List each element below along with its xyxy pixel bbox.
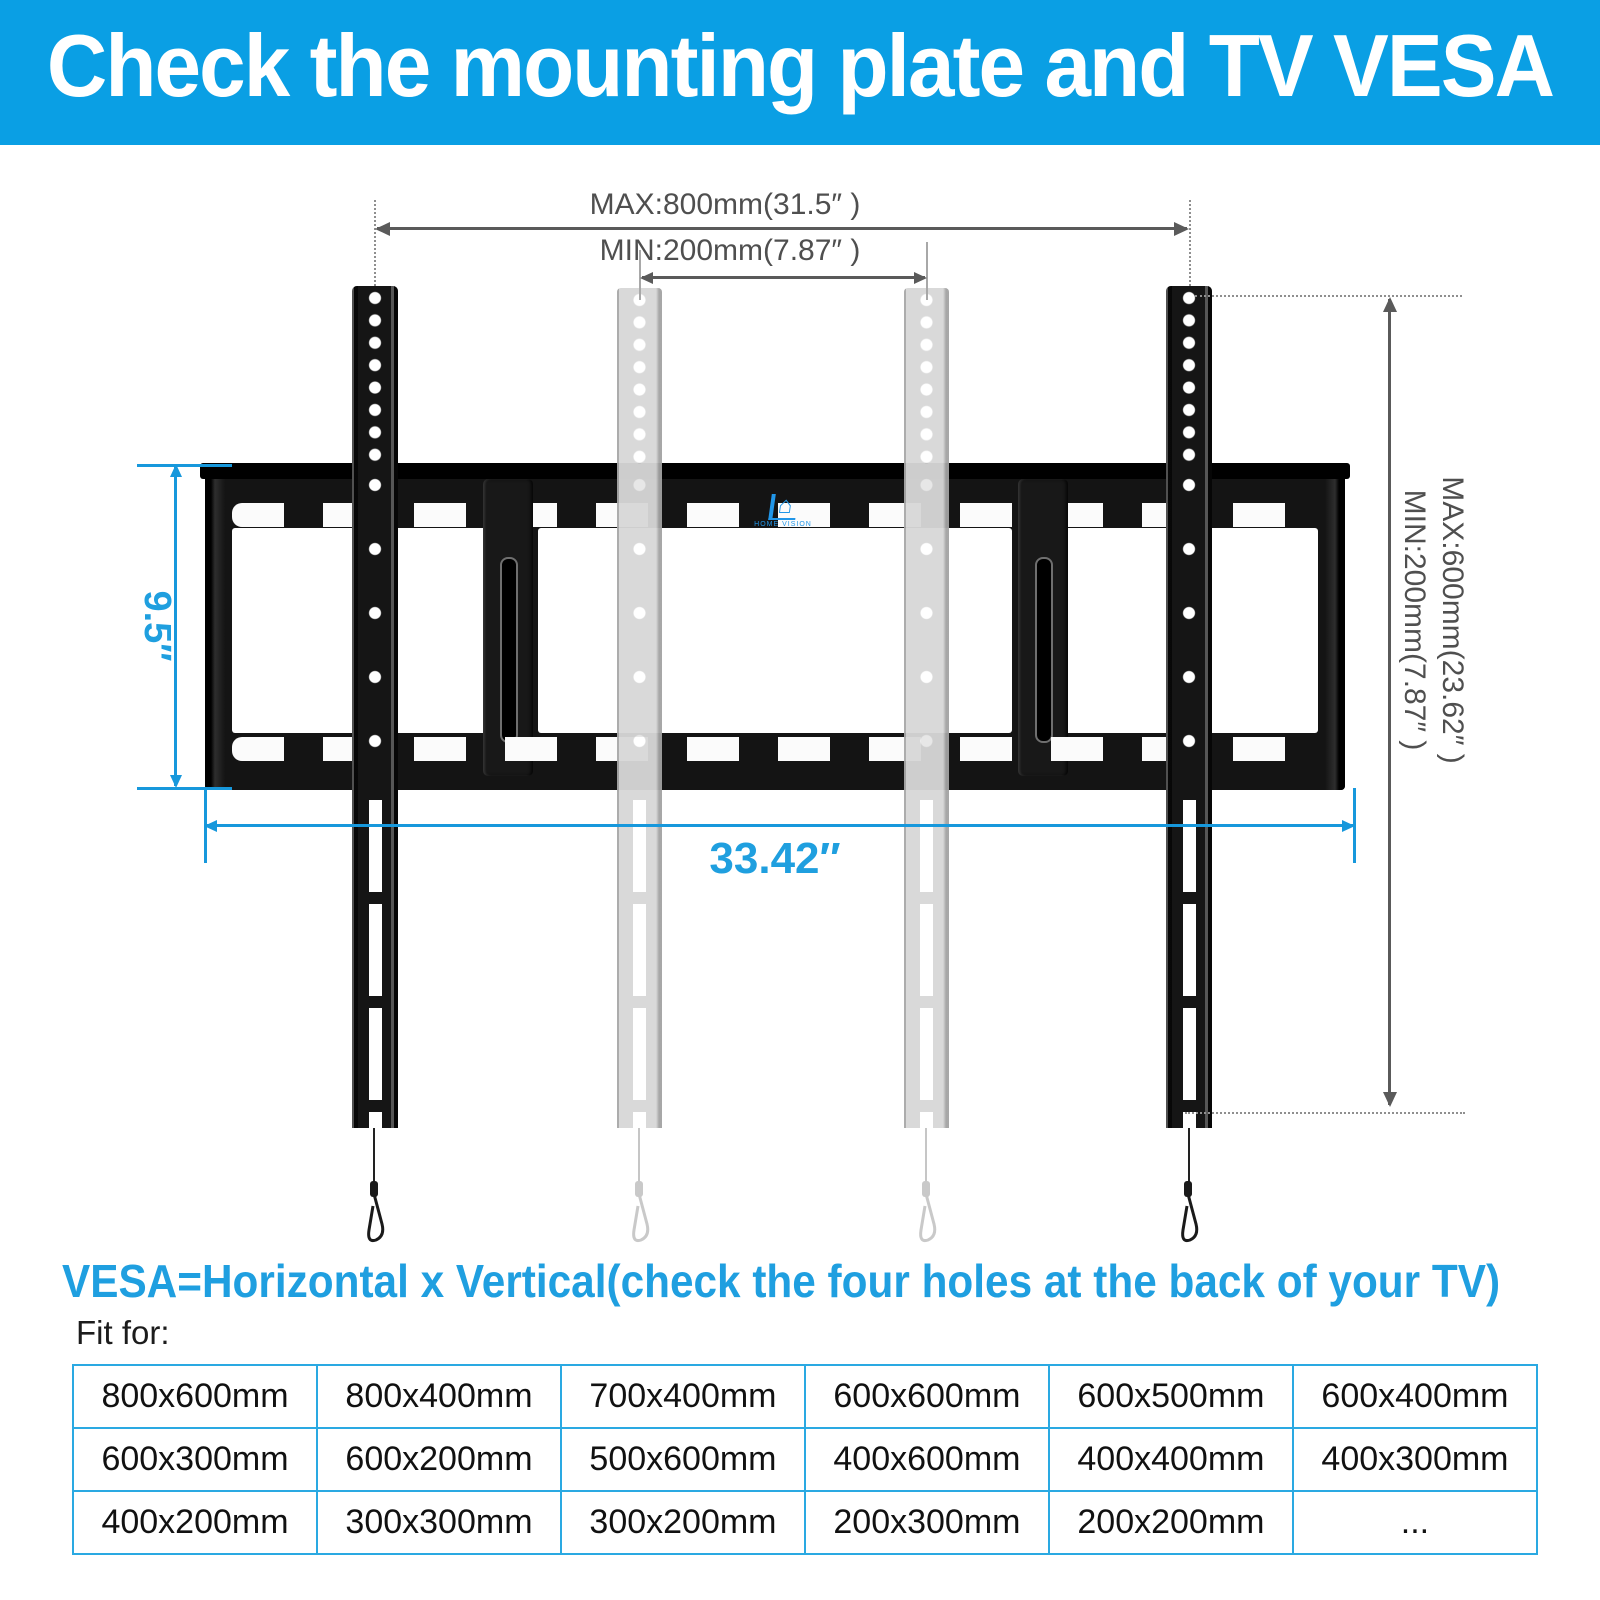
vesa-bracket-black-right bbox=[1166, 286, 1212, 1128]
bracket-upper-holes bbox=[1166, 286, 1212, 465]
bracket-mid-holes bbox=[617, 465, 662, 788]
pull-string bbox=[1188, 1128, 1190, 1184]
plate-left-end bbox=[205, 465, 225, 790]
dim-horizontal-min-arrow bbox=[640, 272, 927, 284]
bracket-mid-holes bbox=[352, 465, 398, 788]
vesa-size-cell: 400x600mm bbox=[803, 1427, 1050, 1492]
vesa-size-cell: 800x400mm bbox=[315, 1364, 562, 1429]
dim-plate-height-arrow bbox=[170, 464, 182, 788]
vesa-size-cell: 600x300mm bbox=[72, 1427, 318, 1492]
bracket-upper-holes bbox=[617, 288, 662, 465]
plate-top-slot-row bbox=[232, 503, 1318, 527]
dim-plate-height-label: 9.5″ bbox=[136, 590, 178, 662]
vesa-bracket-black-left bbox=[352, 286, 398, 1128]
pull-string-ghost bbox=[638, 1128, 640, 1184]
page-title: Check the mounting plate and TV VESA bbox=[46, 16, 1555, 115]
pull-string bbox=[373, 1128, 375, 1184]
vesa-size-cell: 400x200mm bbox=[72, 1490, 318, 1555]
extension-line bbox=[1189, 200, 1191, 286]
brand-logo-text: HOME VISION bbox=[754, 521, 812, 528]
vesa-bracket-ghost-right bbox=[904, 288, 949, 1128]
bracket-lower-slots bbox=[904, 788, 949, 1128]
vesa-size-cell: 800x600mm bbox=[72, 1364, 318, 1429]
plate-top-lip bbox=[200, 463, 1350, 479]
vesa-size-cell: 500x600mm bbox=[559, 1427, 806, 1492]
extension-line bbox=[1195, 295, 1462, 297]
dim-horizontal-max-arrow bbox=[375, 222, 1189, 236]
extension-tick bbox=[137, 464, 232, 467]
vesa-bracket-ghost-left bbox=[617, 288, 662, 1128]
plate-right-end bbox=[1325, 465, 1345, 790]
plate-bottom-slot-row bbox=[232, 737, 1318, 761]
pull-hook-ghost-icon bbox=[919, 1181, 937, 1242]
vesa-size-cell: ... bbox=[1291, 1490, 1539, 1555]
dim-vertical-max-label: MAX:600mm(23.62″ ) bbox=[1436, 476, 1469, 764]
vesa-size-cell: 200x200mm bbox=[1047, 1490, 1294, 1555]
bracket-upper-holes bbox=[352, 286, 398, 465]
bracket-mid-holes bbox=[1166, 465, 1212, 788]
dim-vertical-min-label: MIN:200mm(7.87″ ) bbox=[1398, 489, 1431, 751]
vesa-size-cell: 700x400mm bbox=[559, 1364, 806, 1429]
dim-plate-width-label: 33.42″ bbox=[709, 834, 841, 883]
vesa-size-cell: 300x200mm bbox=[559, 1490, 806, 1555]
vesa-size-cell: 600x200mm bbox=[315, 1427, 562, 1492]
brand-logo-icon: ⌂ bbox=[767, 492, 799, 520]
plate-connector-right bbox=[1018, 479, 1068, 776]
dim-plate-width-arrow bbox=[204, 820, 1355, 832]
vesa-size-cell: 400x300mm bbox=[1291, 1427, 1539, 1492]
pull-hook-icon bbox=[367, 1181, 385, 1242]
connector-slot bbox=[500, 557, 518, 743]
bracket-lower-slots bbox=[1166, 788, 1212, 1128]
vesa-size-cell: 600x400mm bbox=[1291, 1364, 1539, 1429]
vesa-size-cell: 600x500mm bbox=[1047, 1364, 1294, 1429]
vesa-size-cell: 200x300mm bbox=[803, 1490, 1050, 1555]
extension-tick bbox=[137, 787, 232, 790]
dim-horizontal-max-label: MAX:800mm(31.5″ ) bbox=[589, 188, 861, 221]
header-banner: Check the mounting plate and TV VESA bbox=[0, 0, 1600, 145]
vesa-size-cell: 600x600mm bbox=[803, 1364, 1050, 1429]
bracket-lower-slots bbox=[352, 788, 398, 1128]
vesa-size-cell: 300x300mm bbox=[315, 1490, 562, 1555]
brand-logo: ⌂ HOME VISION bbox=[753, 492, 813, 530]
extension-line bbox=[374, 200, 376, 286]
dim-horizontal-min-label: MIN:200mm(7.87″ ) bbox=[599, 234, 861, 267]
pull-string-ghost bbox=[925, 1128, 927, 1184]
connector-slot bbox=[1035, 557, 1053, 743]
extension-line bbox=[1185, 1112, 1465, 1114]
fit-for-label: Fit for: bbox=[76, 1314, 170, 1351]
vesa-definition-note: VESA=Horizontal x Vertical(check the fou… bbox=[62, 1255, 1501, 1307]
pull-hook-icon bbox=[1181, 1181, 1199, 1242]
pull-hook-ghost-icon bbox=[632, 1181, 650, 1242]
bracket-upper-holes bbox=[904, 288, 949, 465]
dim-vertical-arrow bbox=[1383, 297, 1397, 1107]
vesa-size-cell: 400x400mm bbox=[1047, 1427, 1294, 1492]
bracket-mid-holes bbox=[904, 465, 949, 788]
plate-connector-left bbox=[483, 479, 533, 776]
extension-line bbox=[926, 242, 928, 300]
